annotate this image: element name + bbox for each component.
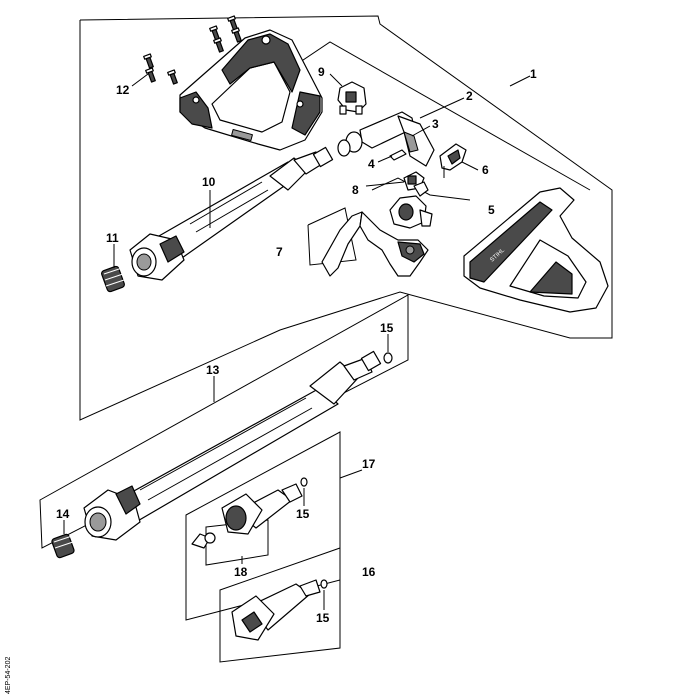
- callout-16: 16: [362, 565, 376, 579]
- callout-7: 7: [276, 245, 283, 259]
- part-18-nozzle-tip: [191, 532, 216, 549]
- leader-17: [339, 469, 363, 479]
- callout-10: 10: [202, 175, 216, 189]
- callout-11: 11: [106, 231, 119, 245]
- callout-3: 3: [432, 117, 439, 131]
- callout-1: 1: [530, 67, 537, 81]
- callout-14: 14: [56, 507, 70, 521]
- frame-assembly-16: [219, 547, 341, 663]
- part-16-nozzle: [231, 579, 328, 641]
- part-7-trigger: [321, 211, 429, 277]
- part-4-pin: [389, 149, 407, 161]
- part-2-valve-body: [337, 111, 435, 167]
- leader-9: [329, 73, 343, 87]
- callout-4: 4: [368, 157, 375, 171]
- callout-17: 17: [362, 457, 376, 471]
- callout-15c: 15: [316, 611, 330, 625]
- callout-6: 6: [482, 163, 489, 177]
- leader-12: [131, 73, 149, 87]
- leader-2: [419, 97, 465, 119]
- leader-6: [461, 161, 479, 171]
- frame-assembly-13: [39, 294, 409, 549]
- part-17-nozzle: [221, 477, 308, 535]
- callout-12: 12: [116, 83, 130, 97]
- leader-8: [365, 181, 405, 187]
- callout-15a: 15: [380, 321, 394, 335]
- part-11-spring: [101, 265, 125, 293]
- part-12-screws: [143, 15, 242, 85]
- callout-9: 9: [318, 65, 325, 79]
- frame-assembly-1: [79, 15, 613, 421]
- leader-4: [377, 155, 393, 163]
- part-10-tube: [129, 146, 334, 281]
- callout-18: 18: [234, 565, 248, 579]
- callout-8: 8: [352, 183, 359, 197]
- callout-15b: 15: [296, 507, 310, 521]
- leader-1: [509, 75, 531, 87]
- frame-assembly-7: [307, 207, 357, 266]
- callout-5: 5: [488, 203, 495, 217]
- handle-shell-right: STIHL: [463, 187, 609, 313]
- part-8-fitting: [403, 171, 429, 197]
- handle-shell-left: [179, 29, 323, 151]
- part-13-lance: [83, 350, 393, 541]
- part-14-spring: [51, 533, 75, 559]
- callout-2: 2: [466, 89, 473, 103]
- part-6-clip: [439, 143, 467, 178]
- drawing-code: 4ЕР-54-202: [5, 657, 12, 694]
- callout-13: 13: [206, 363, 220, 377]
- part-5-trigger-lock: [389, 195, 433, 229]
- leader-3: [411, 125, 431, 137]
- part-9-valve: [337, 81, 367, 115]
